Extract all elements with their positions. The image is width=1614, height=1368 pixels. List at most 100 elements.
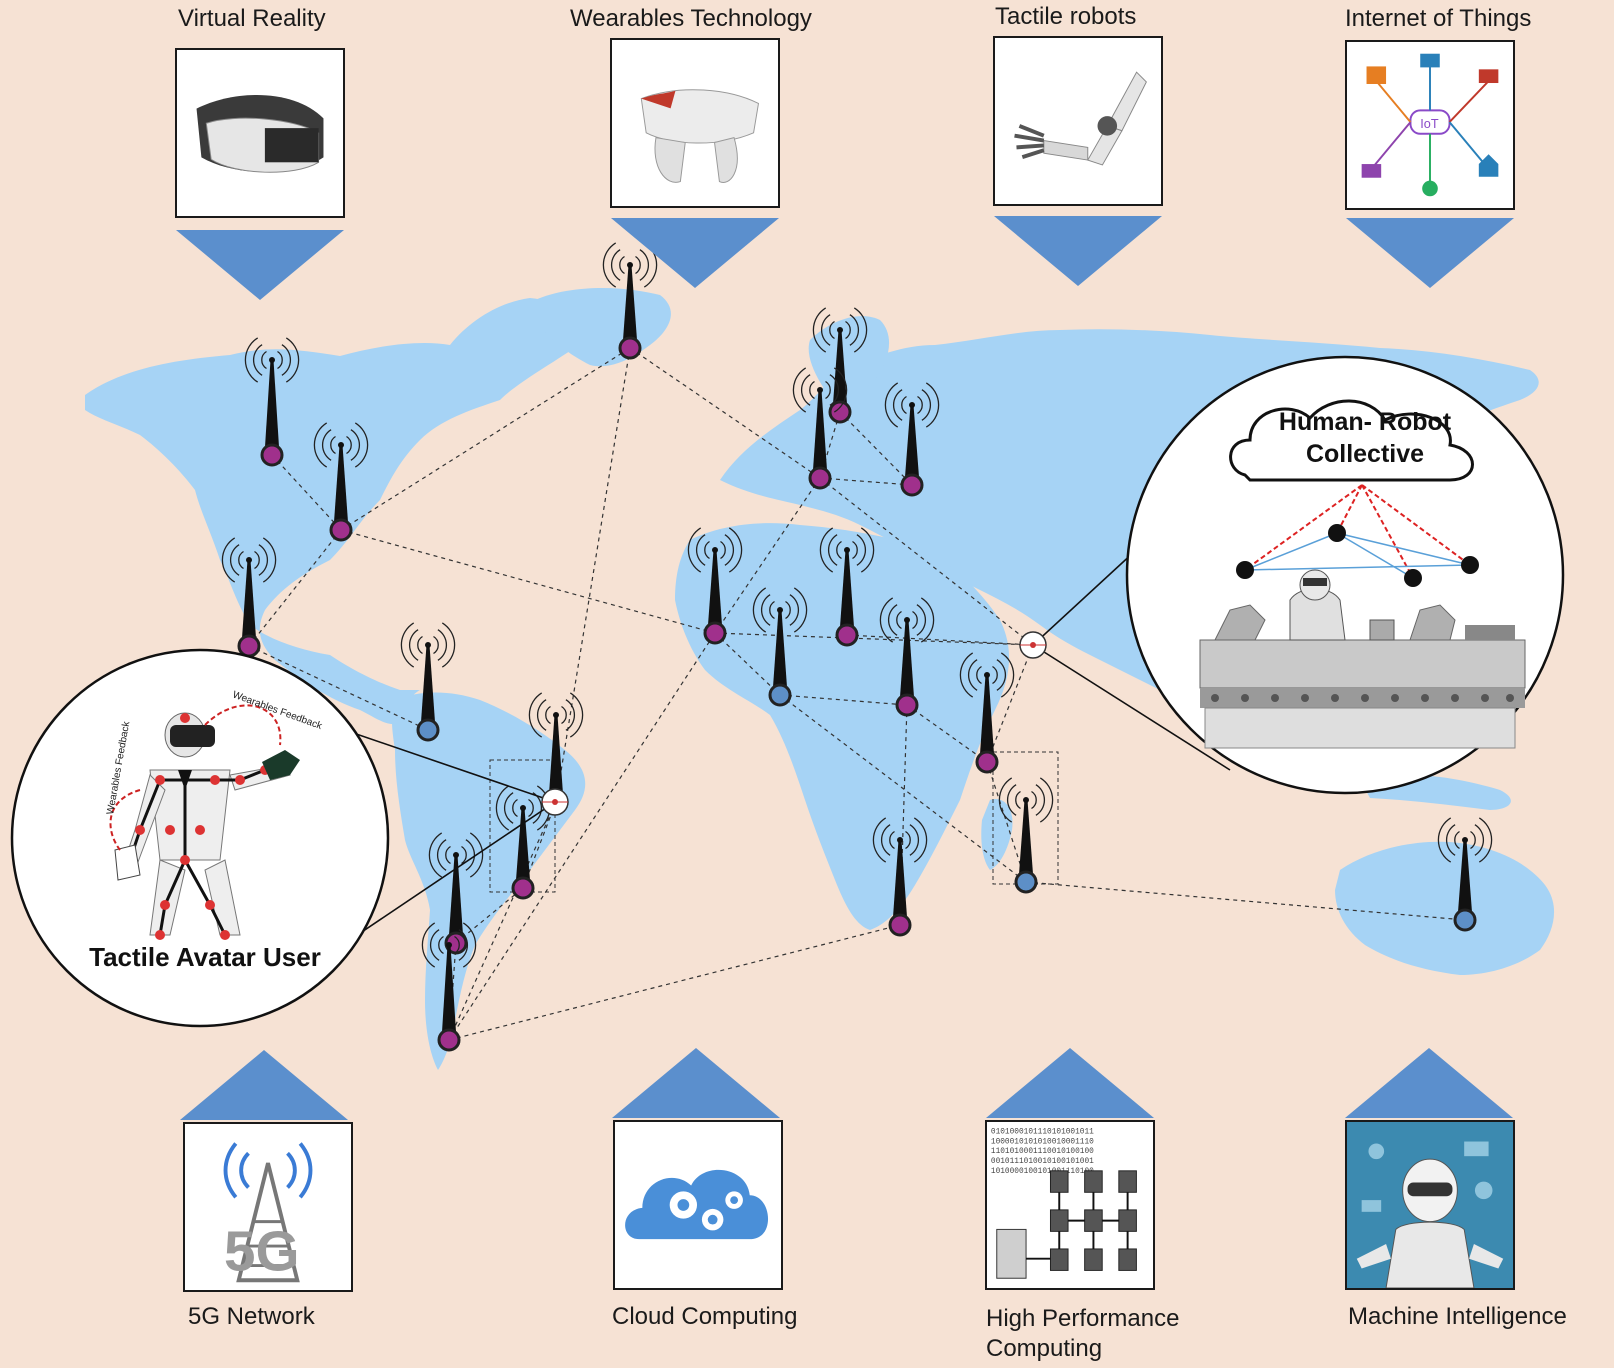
network-link [448,632,716,1041]
antenna-tower-icon [1437,817,1493,932]
5g-arrow-up [180,1050,348,1120]
svg-text:1000010101010010001110: 1000010101010010001110 [991,1137,1094,1146]
svg-text:IoT: IoT [1420,117,1439,131]
continent-scandinavia [808,316,890,396]
virtual-reality-label: Virtual Reality [178,5,326,32]
svg-text:5G: 5G [224,1220,300,1283]
svg-text:1010000100101001110100: 1010000100101001110100 [991,1167,1094,1176]
wearable-device-icon [610,38,780,208]
antenna-tower-icon [812,307,868,424]
tower-base-node [828,400,852,424]
tower-base-node [1014,870,1038,894]
tower-base-node [888,913,912,937]
antenna-tower-icon [792,367,848,490]
network-link [629,347,821,479]
antenna-tower-icon [400,622,456,742]
factory-line-icon [1199,569,1526,749]
antenna-tower-icon [879,597,935,717]
tower-base-node [703,621,727,645]
human-robot-title-line1: Human- Robot [1278,408,1452,436]
network-link [819,477,1034,646]
hpc-label-line2: Computing [986,1335,1103,1362]
hpc-arrow-up [986,1048,1154,1118]
antenna-tower-icon [872,817,928,937]
tower-base-node [1453,908,1477,932]
antenna-tower-icon [884,382,940,497]
network-link [906,704,988,763]
avatar-figure-icon [109,704,300,940]
cloud-arrow-up [612,1048,780,1118]
tower-base-node [260,443,284,467]
tower-base-node [437,1028,461,1052]
network-link [714,632,1034,646]
svg-text:1101010001110010100100: 1101010001110010100100 [991,1147,1094,1156]
tower-base-node [900,473,924,497]
network-link [340,347,631,531]
5g-network-label: 5G Network [188,1303,315,1330]
antenna-tower-icon [313,422,369,542]
cloud-icon [1229,399,1474,482]
network-link [248,529,342,647]
network-link [248,645,429,731]
cloud-computing-label: Cloud Computing [612,1303,798,1330]
network-link [555,347,631,803]
antenna-tower-icon [752,587,808,707]
tower-base-node [511,876,535,900]
antenna-tower-icon [428,832,484,955]
tower-base-node [618,336,642,360]
iot-arrow-down [1346,218,1514,288]
iot-network-icon: IoT [1345,40,1515,210]
tower-base-node [237,634,261,658]
network-link [455,887,524,944]
antenna-tower-icon [221,537,277,658]
network-link [340,529,716,634]
wearables-arrow-down [611,218,779,288]
human-robot-collective-bubble [1125,355,1565,795]
vr-headset-icon [175,48,345,218]
network-link [779,694,908,706]
bubble-leader-lines [329,504,1231,951]
antenna-tower-icon [998,777,1054,894]
network-links [248,347,1466,1041]
continent-south-america [391,692,586,1070]
antenna-towers [221,242,1493,1052]
network-link [839,411,913,486]
antenna-tower-icon [421,922,477,1052]
hpc-label-line1: High Performance [986,1305,1180,1332]
tower-base-node [835,623,859,647]
network-link [448,801,557,1041]
internet-of-things-label: Internet of Things [1345,5,1532,32]
tactile-avatar-bubble: Wearables Feedback Wearables Feedback [10,648,390,1028]
network-link [1025,881,1466,921]
ai-robot-icon [1345,1120,1515,1290]
svg-text:0101000101110101001011: 0101000101110101001011 [991,1128,1094,1137]
continent-australia [1335,841,1555,975]
mi-arrow-up [1345,1048,1513,1118]
network-link [448,924,901,1041]
network-link [271,454,342,531]
robot-arm-icon [993,36,1163,206]
antenna-tower-icon [495,785,551,900]
tactile-robots-arrow-down [994,216,1162,286]
network-link [714,632,781,696]
antenna-tower-icon [819,527,875,647]
network-link [779,694,1027,883]
svg-text:0010111010010100101001: 0010111010010100101001 [991,1157,1094,1166]
antenna-tower-icon [244,337,300,467]
continent-africa [675,523,1010,930]
tower-base-node [808,466,832,490]
cloud-gears-icon [613,1120,783,1290]
antenna-tower-icon [687,527,743,645]
network-link [846,634,1034,646]
wearables-technology-label: Wearables Technology [570,5,812,32]
tower-base-node [416,718,440,742]
tactile-avatar-user-title: Tactile Avatar User [89,942,321,972]
tactile-robots-label: Tactile robots [995,3,1137,30]
junction-markers [541,631,1047,816]
machine-intelligence-label: Machine Intelligence [1348,1303,1567,1330]
antenna-tower-icon [959,652,1015,774]
tower-base-node [329,518,353,542]
